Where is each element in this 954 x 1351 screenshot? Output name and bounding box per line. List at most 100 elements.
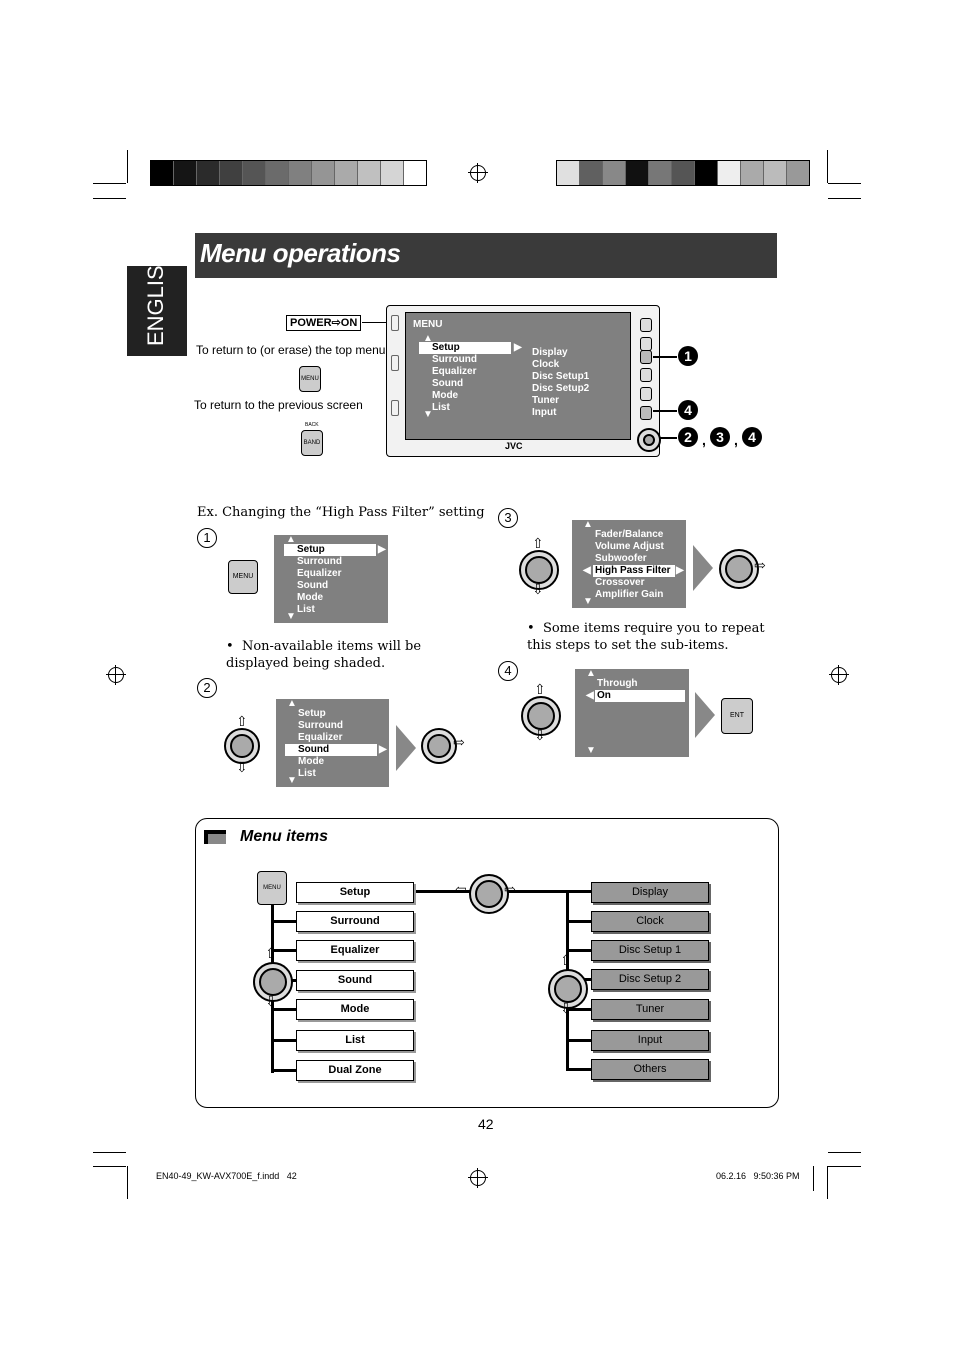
step-4-screen: ▲ ◀ Through On ▼ (575, 668, 689, 757)
submenu-item: Input (532, 407, 557, 418)
main-right-list: Display Clock Disc Setup1 Disc Setup2 Tu… (532, 347, 589, 419)
menu-item-dual-zone: Dual Zone (296, 1060, 414, 1081)
next-arrow-icon (693, 545, 713, 591)
menu-item[interactable]: Mode (432, 390, 459, 401)
return-prev-text: To return to the previous screen (194, 398, 363, 412)
menu-button[interactable]: MENU (299, 366, 321, 392)
menu-item[interactable]: List (432, 402, 450, 413)
control-knob[interactable] (469, 874, 509, 914)
brand-logo: JVC (505, 441, 523, 451)
step-3-screen: ▲ ◀ ▶ Fader/Balance Volume Adjust Subwoo… (572, 519, 686, 608)
step-2-number: 2 (197, 678, 217, 698)
submenu-item: Tuner (532, 395, 560, 406)
footer-date: 06.2.16 9:50:36 PM (716, 1171, 800, 1181)
control-knob[interactable] (253, 962, 293, 1002)
submenu-others: Others (591, 1059, 709, 1080)
submenu-disc-setup-1: Disc Setup 1 (591, 940, 709, 961)
up-arrow-icon: ⇧ (265, 946, 277, 962)
control-knob[interactable] (637, 428, 661, 452)
menu-item-sound: Sound (296, 970, 414, 991)
right-panel-buttons (638, 310, 652, 445)
language-tab: ENGLISH (127, 249, 187, 356)
note-shaded: • Non-available items will be displayed … (226, 639, 422, 671)
up-arrow-icon: ⇧ (560, 953, 572, 969)
down-arrow-icon: ⇩ (532, 582, 544, 598)
right-arrow-icon: ▶ (514, 342, 522, 353)
crop-mark (828, 183, 861, 184)
callout-4: 4 (678, 400, 698, 420)
submenu-disc-setup-2: Disc Setup 2 (591, 969, 709, 990)
menu-item-surround: Surround (296, 911, 414, 932)
step-1-number: 1 (197, 528, 217, 548)
menu-item-list: List (296, 1030, 414, 1051)
submenu-item: Disc Setup2 (532, 383, 590, 394)
callout-1: 1 (678, 346, 698, 366)
control-knob[interactable] (224, 728, 260, 764)
step-4-number: 4 (498, 661, 518, 681)
up-arrow-icon: ⇧ (534, 682, 546, 698)
step-2-screen: ▲ ▶ Setup Surround Equalizer Sound Mode … (276, 698, 389, 787)
submenu-item: Clock (532, 359, 560, 370)
menu-item-setup: Setup (296, 882, 414, 903)
down-arrow-icon: ⇩ (236, 760, 248, 776)
crop-mark (813, 1166, 814, 1191)
control-knob[interactable] (719, 549, 759, 589)
submenu-clock: Clock (591, 911, 709, 932)
control-knob[interactable] (519, 550, 559, 590)
submenu-tuner: Tuner (591, 999, 709, 1020)
submenu-input: Input (591, 1030, 709, 1051)
note-repeat: • Some items require you to repeat this … (527, 621, 765, 653)
callout-3: 3 (710, 427, 730, 447)
title-bar (195, 233, 777, 278)
screen-header: MENU (413, 319, 443, 330)
menu-item[interactable]: Equalizer (432, 366, 477, 377)
device-back-button[interactable] (640, 406, 652, 420)
registration-mark (468, 163, 488, 183)
control-knob[interactable] (548, 969, 588, 1009)
menu-button[interactable]: MENU (257, 871, 287, 905)
up-arrow-icon: ▲ (423, 333, 433, 344)
control-knob[interactable] (521, 696, 561, 736)
menu-item[interactable]: Sound (432, 378, 464, 389)
crop-mark (828, 1166, 861, 1167)
registration-mark (468, 1168, 488, 1188)
registration-mark (829, 665, 849, 685)
next-arrow-icon (396, 725, 416, 771)
crop-mark (827, 1166, 828, 1199)
next-arrow-icon (695, 692, 715, 738)
ent-button[interactable]: ENT (721, 698, 753, 734)
back-label: BACK (305, 422, 319, 428)
page-title: Menu operations (200, 238, 401, 268)
submenu-display: Display (591, 882, 709, 903)
crop-mark (828, 198, 861, 199)
registration-mark (106, 665, 126, 685)
step-1-screen: ▲ ▶ Setup Surround Equalizer Sound Mode … (274, 534, 388, 623)
menu-item[interactable]: Surround (432, 354, 477, 365)
example-caption: Ex. Changing the “High Pass Filter” sett… (197, 505, 485, 520)
step-3-number: 3 (498, 508, 518, 528)
up-arrow-icon: ⇧ (532, 536, 544, 552)
color-bar-left (150, 160, 427, 186)
right-arrow-icon: ⇨ (504, 882, 516, 898)
down-arrow-icon: ⇩ (560, 1001, 572, 1017)
down-arrow-icon: ▼ (423, 409, 433, 420)
down-arrow-icon: ⇩ (534, 728, 546, 744)
device-menu-button[interactable] (640, 350, 652, 364)
control-knob[interactable] (421, 728, 457, 764)
menu-button[interactable]: MENU (228, 560, 258, 594)
band-button[interactable]: BAND (301, 430, 323, 456)
main-menu-screen: MENU ▲ ▶ Setup Surround Equalizer Sound … (405, 312, 631, 440)
color-bar-right (556, 160, 810, 186)
submenu-item: Display (532, 347, 568, 358)
return-top-text: To return to (or erase) the top menu (196, 343, 386, 357)
power-on-label: POWER⇨ON (286, 315, 362, 331)
crop-mark (827, 150, 828, 183)
crop-mark (828, 1152, 861, 1153)
left-arrow-icon: ⇦ (455, 882, 467, 898)
menu-item[interactable]: Setup (432, 342, 460, 353)
up-arrow-icon: ⇧ (236, 714, 248, 730)
right-arrow-icon: ⇨ (754, 558, 766, 574)
crop-mark (93, 1152, 126, 1153)
page-number: 42 (478, 1116, 494, 1132)
leader-line (362, 322, 390, 323)
